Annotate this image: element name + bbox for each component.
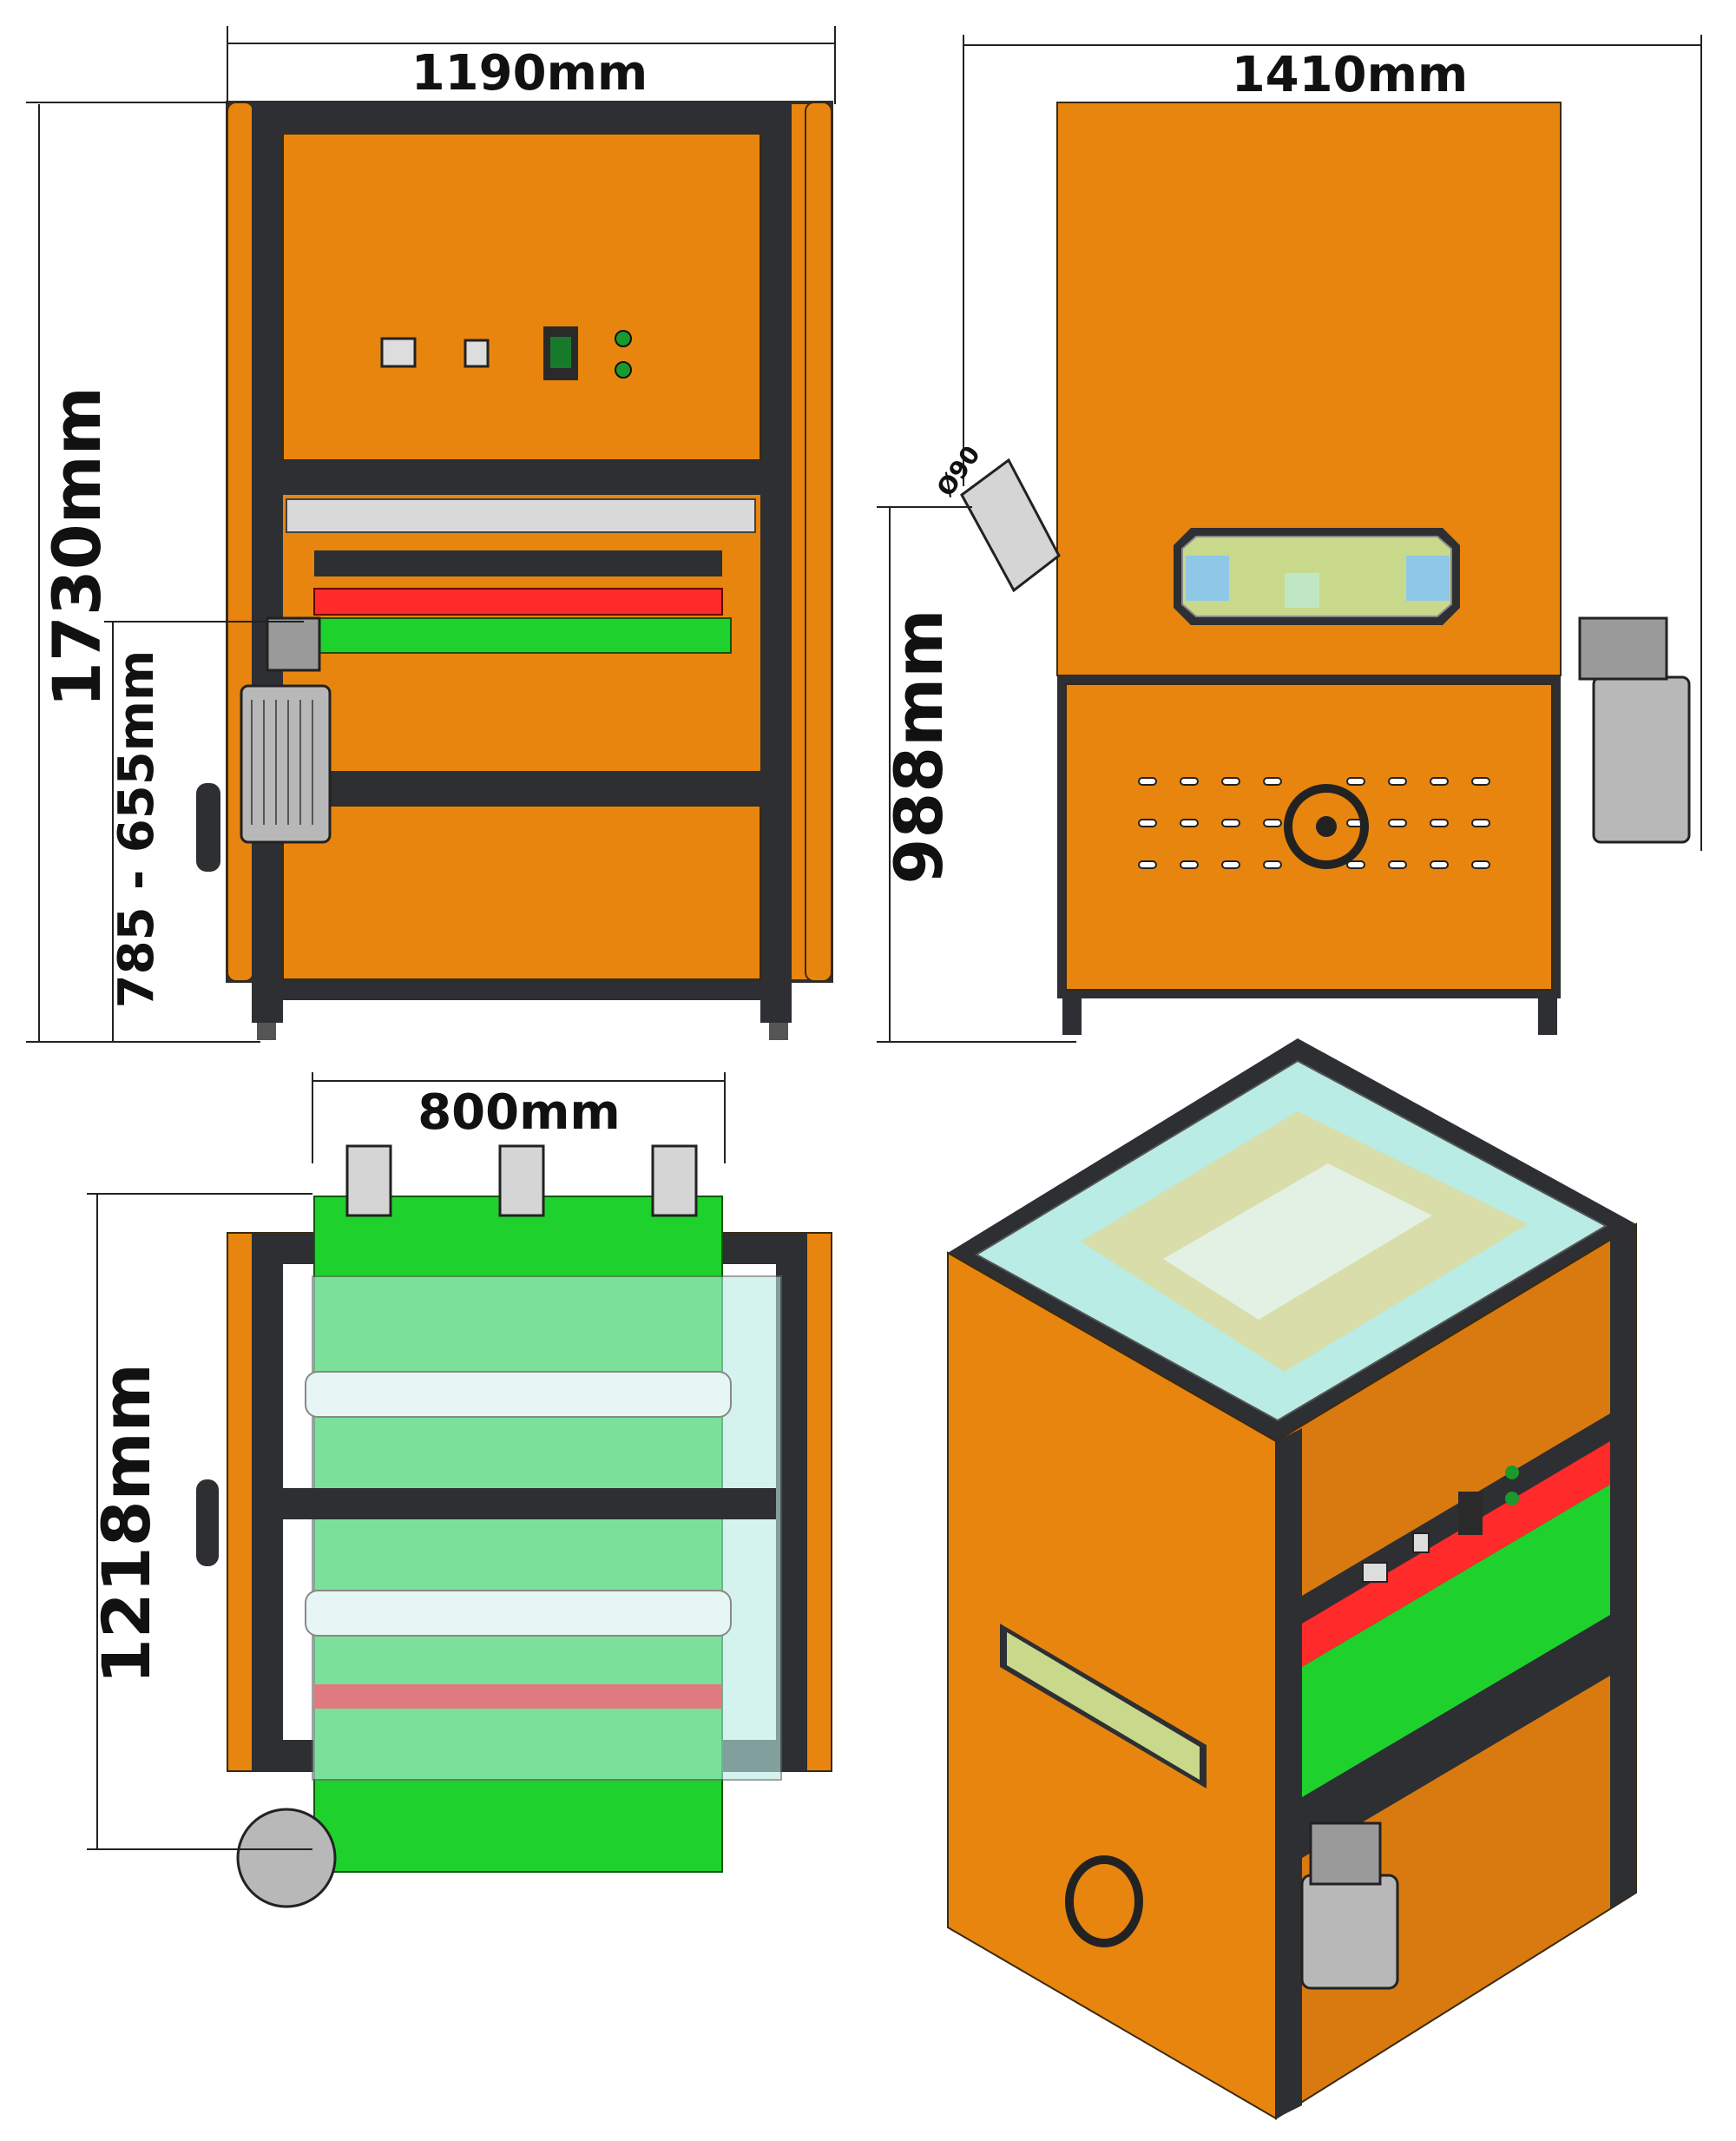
front-view: 1190mm 1730mm 785 - 655mm: [26, 26, 836, 1043]
front-height-label: 1730mm: [38, 386, 115, 708]
side-depth-label: 1410mm: [1232, 47, 1469, 103]
top-length-label: 1218mm: [88, 1363, 165, 1684]
side-height-label: 988mm: [880, 609, 957, 884]
isometric-view: [947, 1038, 1637, 2120]
top-belt-width-label: 800mm: [418, 1084, 621, 1141]
front-width-label: 1190mm: [411, 45, 648, 102]
work-height-label: 785 - 655mm: [108, 650, 165, 1009]
top-view: 800mm 1218mm: [87, 1072, 832, 1908]
side-view: 1410mm 988mm Ø90: [877, 35, 1702, 1043]
